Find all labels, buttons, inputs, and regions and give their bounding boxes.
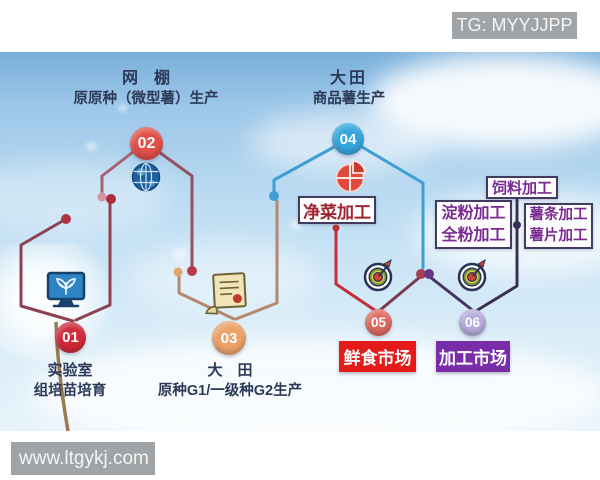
feed-processing-label: 饲料加工 — [491, 180, 552, 197]
sparkle — [172, 248, 187, 260]
telegram-watermark: TG: MYYJJPP — [452, 12, 577, 39]
site-watermark: www.ltgykj.com — [11, 442, 155, 475]
stage-02-badge: 02 — [130, 127, 163, 160]
whole-powder-processing-label: 全粉加工 — [441, 226, 506, 244]
stage-04-title-line2: 商品薯生产 — [312, 91, 386, 107]
stage-03-title-line1: 大 田 — [207, 362, 253, 379]
target-icon — [457, 258, 487, 292]
target-icon — [363, 258, 393, 292]
sparkle — [290, 220, 303, 230]
stage-01-title: 实验室 组培苗培育 — [16, 360, 124, 401]
stage-04-badge: 04 — [332, 123, 364, 155]
processing-market-box: 加工市场 — [436, 341, 510, 372]
computer-plant-icon — [46, 271, 86, 308]
fresh-cut-processing-label: 净菜加工 — [303, 202, 371, 222]
dandelion-image — [0, 244, 110, 364]
stage-05-badge: 05 — [365, 309, 392, 336]
stage-01-badge: 01 — [55, 322, 86, 353]
fresh-market-box: 鲜食市场 — [339, 341, 416, 372]
chips-processing-label: 薯片加工 — [529, 228, 588, 244]
sparkle — [86, 142, 97, 151]
fresh-cut-processing-box: 净菜加工 — [298, 196, 376, 224]
stage-02-title-line1: 网 棚 — [121, 70, 170, 87]
stage-04-title: 大田 商品薯生产 — [304, 68, 394, 109]
stage-03-title-line2: 原种G1/一级种G2生产 — [157, 383, 303, 399]
stage-02-title-line2: 原原种（微型薯）生产 — [73, 91, 219, 107]
stage-03-badge: 03 — [212, 321, 246, 355]
stage-03-title: 大 田 原种G1/一级种G2生产 — [142, 360, 318, 401]
fries-chips-processing-box: 薯条加工 薯片加工 — [524, 203, 593, 249]
starch-processing-label: 淀粉加工 — [441, 204, 506, 222]
pie-chart-icon — [335, 160, 366, 193]
fries-processing-label: 薯条加工 — [529, 207, 588, 223]
sparkle — [118, 104, 127, 112]
starch-powder-processing-box: 淀粉加工 全粉加工 — [435, 200, 512, 249]
stage-01-title-line1: 实验室 — [47, 362, 93, 379]
feed-processing-box: 饲料加工 — [486, 176, 558, 199]
certificate-icon — [205, 272, 247, 315]
stage-01-title-line2: 组培苗培育 — [33, 383, 107, 399]
junction-dots — [61, 191, 521, 279]
stage-02-title: 网 棚 原原种（微型薯）生产 — [56, 68, 236, 109]
stage-04-title-line1: 大田 — [329, 70, 368, 87]
globe-icon — [131, 162, 161, 192]
stage-06-badge: 06 — [459, 309, 486, 336]
